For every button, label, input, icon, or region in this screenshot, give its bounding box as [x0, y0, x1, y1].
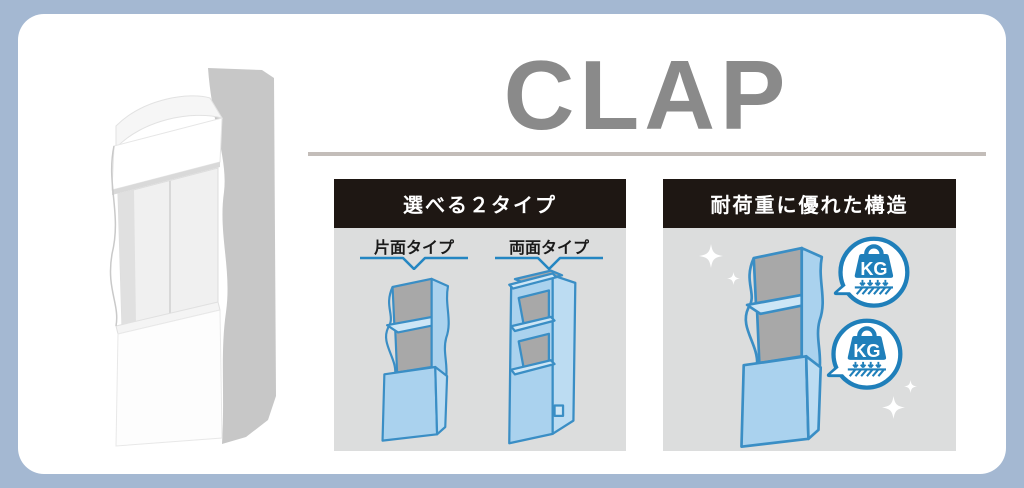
weight-kg-icon: [830, 234, 914, 318]
content-card: CLAP 選べる２タイプ 片面タイプ 両面タイプ 耐荷重に優れた構造: [18, 14, 1006, 474]
weight-kg-icon: [823, 316, 907, 400]
sparkle-icon: [882, 396, 905, 419]
page-title: CLAP: [503, 40, 791, 150]
type-pointer-underline: [359, 256, 469, 270]
double-sided-stand-illustration: [496, 264, 598, 448]
sparkle-icon: [904, 380, 917, 393]
panel-load-capacity: 耐荷重に優れた構造: [663, 179, 956, 451]
type-label-single-sided: 片面タイプ: [373, 240, 454, 257]
panel-load-capacity-body: [663, 228, 956, 451]
panel-two-types-body: 片面タイプ 両面タイプ: [334, 228, 626, 451]
panel-load-capacity-header: 耐荷重に優れた構造: [663, 179, 956, 228]
single-sided-stand-illustration: [368, 270, 468, 444]
panel-two-types-header: 選べる２タイプ: [334, 179, 626, 228]
title-divider: [308, 152, 986, 156]
product-photo-display-stand: [109, 68, 276, 447]
panel-two-types: 選べる２タイプ 片面タイプ 両面タイプ: [334, 179, 626, 451]
type-label-double-sided: 両面タイプ: [508, 240, 589, 257]
